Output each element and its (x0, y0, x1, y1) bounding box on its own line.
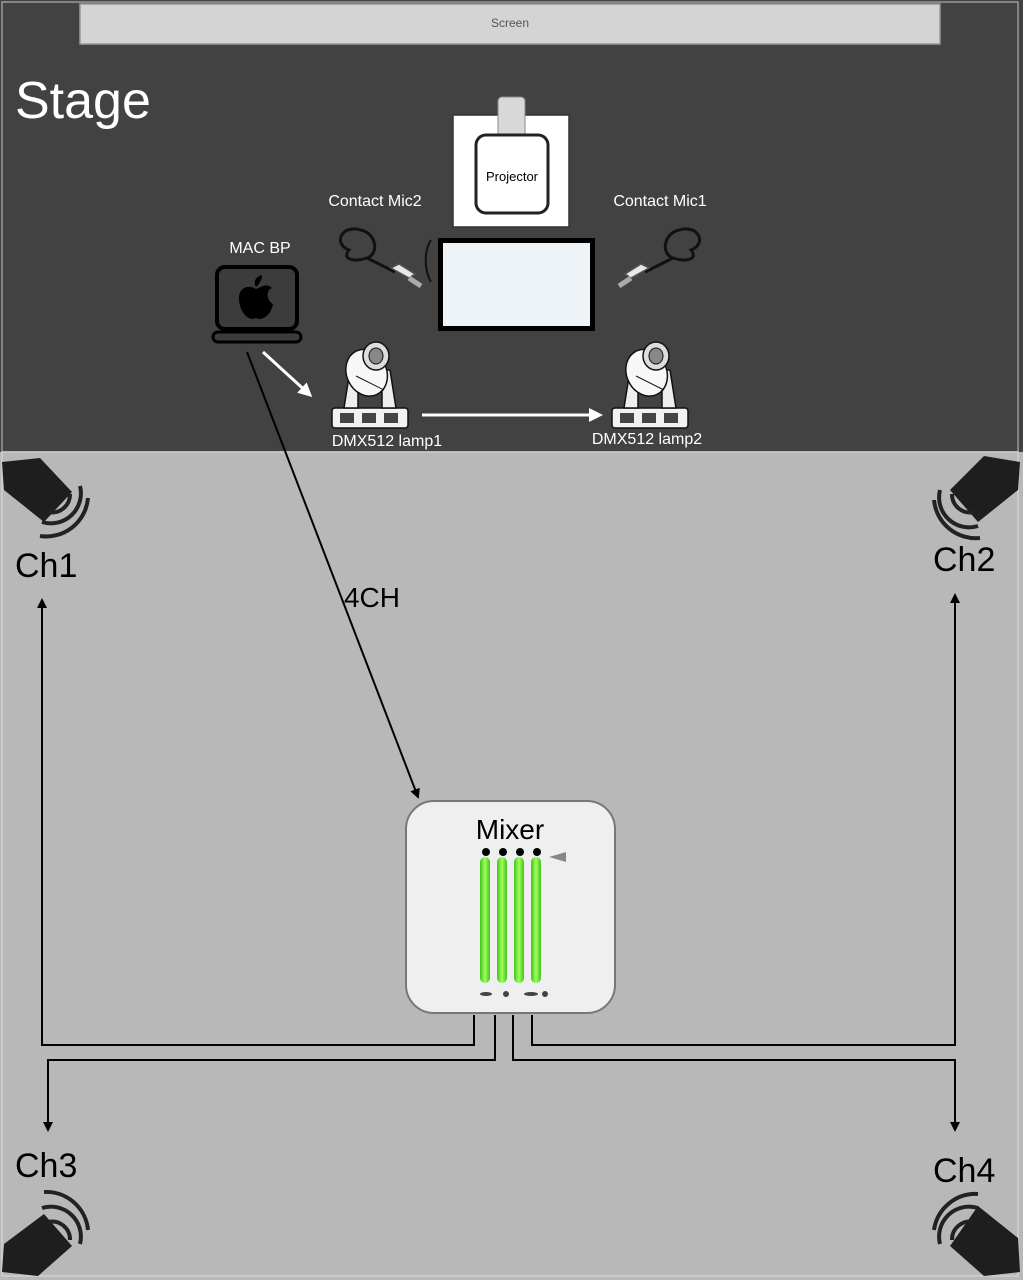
speaker-ch4-label: Ch4 (933, 1152, 995, 1190)
projector-label: Projector (486, 169, 539, 184)
speaker-ch4-icon (932, 1191, 1020, 1276)
mixer-icon (405, 800, 616, 1014)
speaker-ch3-icon (2, 1189, 90, 1276)
wire-to-ch1 (37, 598, 475, 1046)
floor-border (1, 451, 1019, 1277)
lamp1-label: DMX512 lamp1 (332, 433, 442, 450)
wire-to-ch3 (43, 1015, 496, 1132)
speaker-ch2-icon (932, 456, 1020, 541)
projection-screen (79, 3, 941, 45)
wire-to-ch2 (531, 593, 960, 1046)
monitor-icon (438, 238, 595, 331)
speaker-ch1-icon (2, 458, 90, 539)
mixer-output-wires (37, 593, 960, 1132)
speaker-ch2-label: Ch2 (933, 541, 995, 579)
wire-to-ch4 (512, 1015, 960, 1132)
screen-label: Screen (491, 16, 529, 30)
apple-laptop-icon (211, 265, 303, 344)
mixer-label: Mixer (476, 814, 544, 845)
laptop-to-lamp1-arrow (261, 350, 313, 398)
lamp2-label: DMX512 lamp2 (592, 431, 702, 448)
signal-label: 4CH (344, 582, 400, 613)
speaker-ch1-label: Ch1 (15, 547, 77, 585)
speaker-ch3-label: Ch3 (15, 1147, 77, 1185)
mic-left-label: Contact Mic2 (328, 193, 421, 210)
mic-right-label: Contact Mic1 (613, 193, 706, 210)
contact-mic-left-icon (340, 229, 432, 286)
laptop-label: MAC BP (229, 240, 290, 257)
laptop-to-mixer-arrow (246, 351, 420, 799)
stage-title: Stage (15, 72, 151, 130)
projector-icon (452, 96, 570, 228)
